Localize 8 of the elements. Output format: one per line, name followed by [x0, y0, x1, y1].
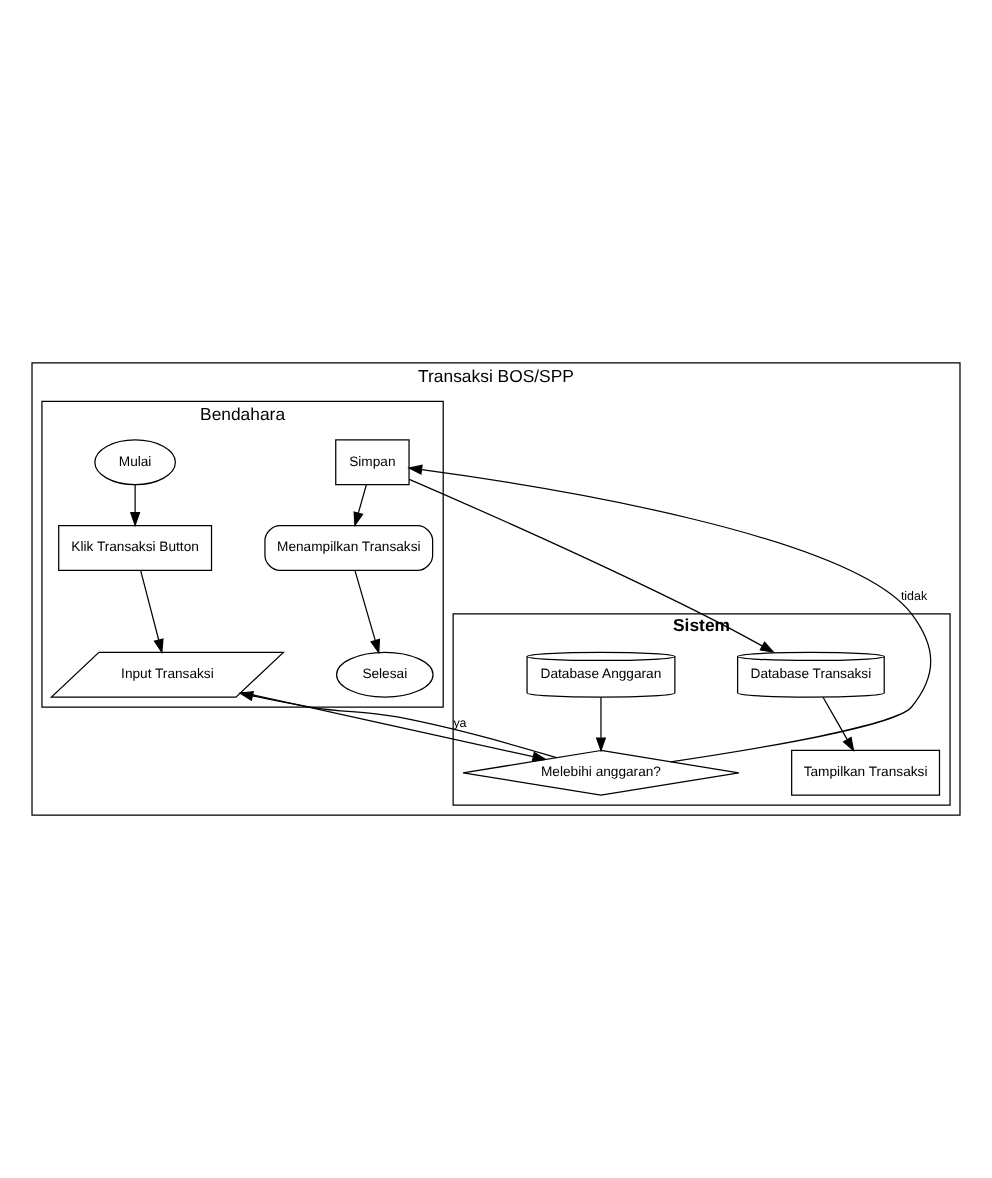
arrow: [595, 696, 607, 753]
arrow: [140, 570, 164, 654]
arrow: [353, 484, 367, 527]
arrow: [129, 484, 141, 527]
arrow: [408, 478, 775, 654]
arrow: [407, 464, 932, 763]
arrow: [354, 570, 381, 655]
arrow: [822, 696, 855, 753]
